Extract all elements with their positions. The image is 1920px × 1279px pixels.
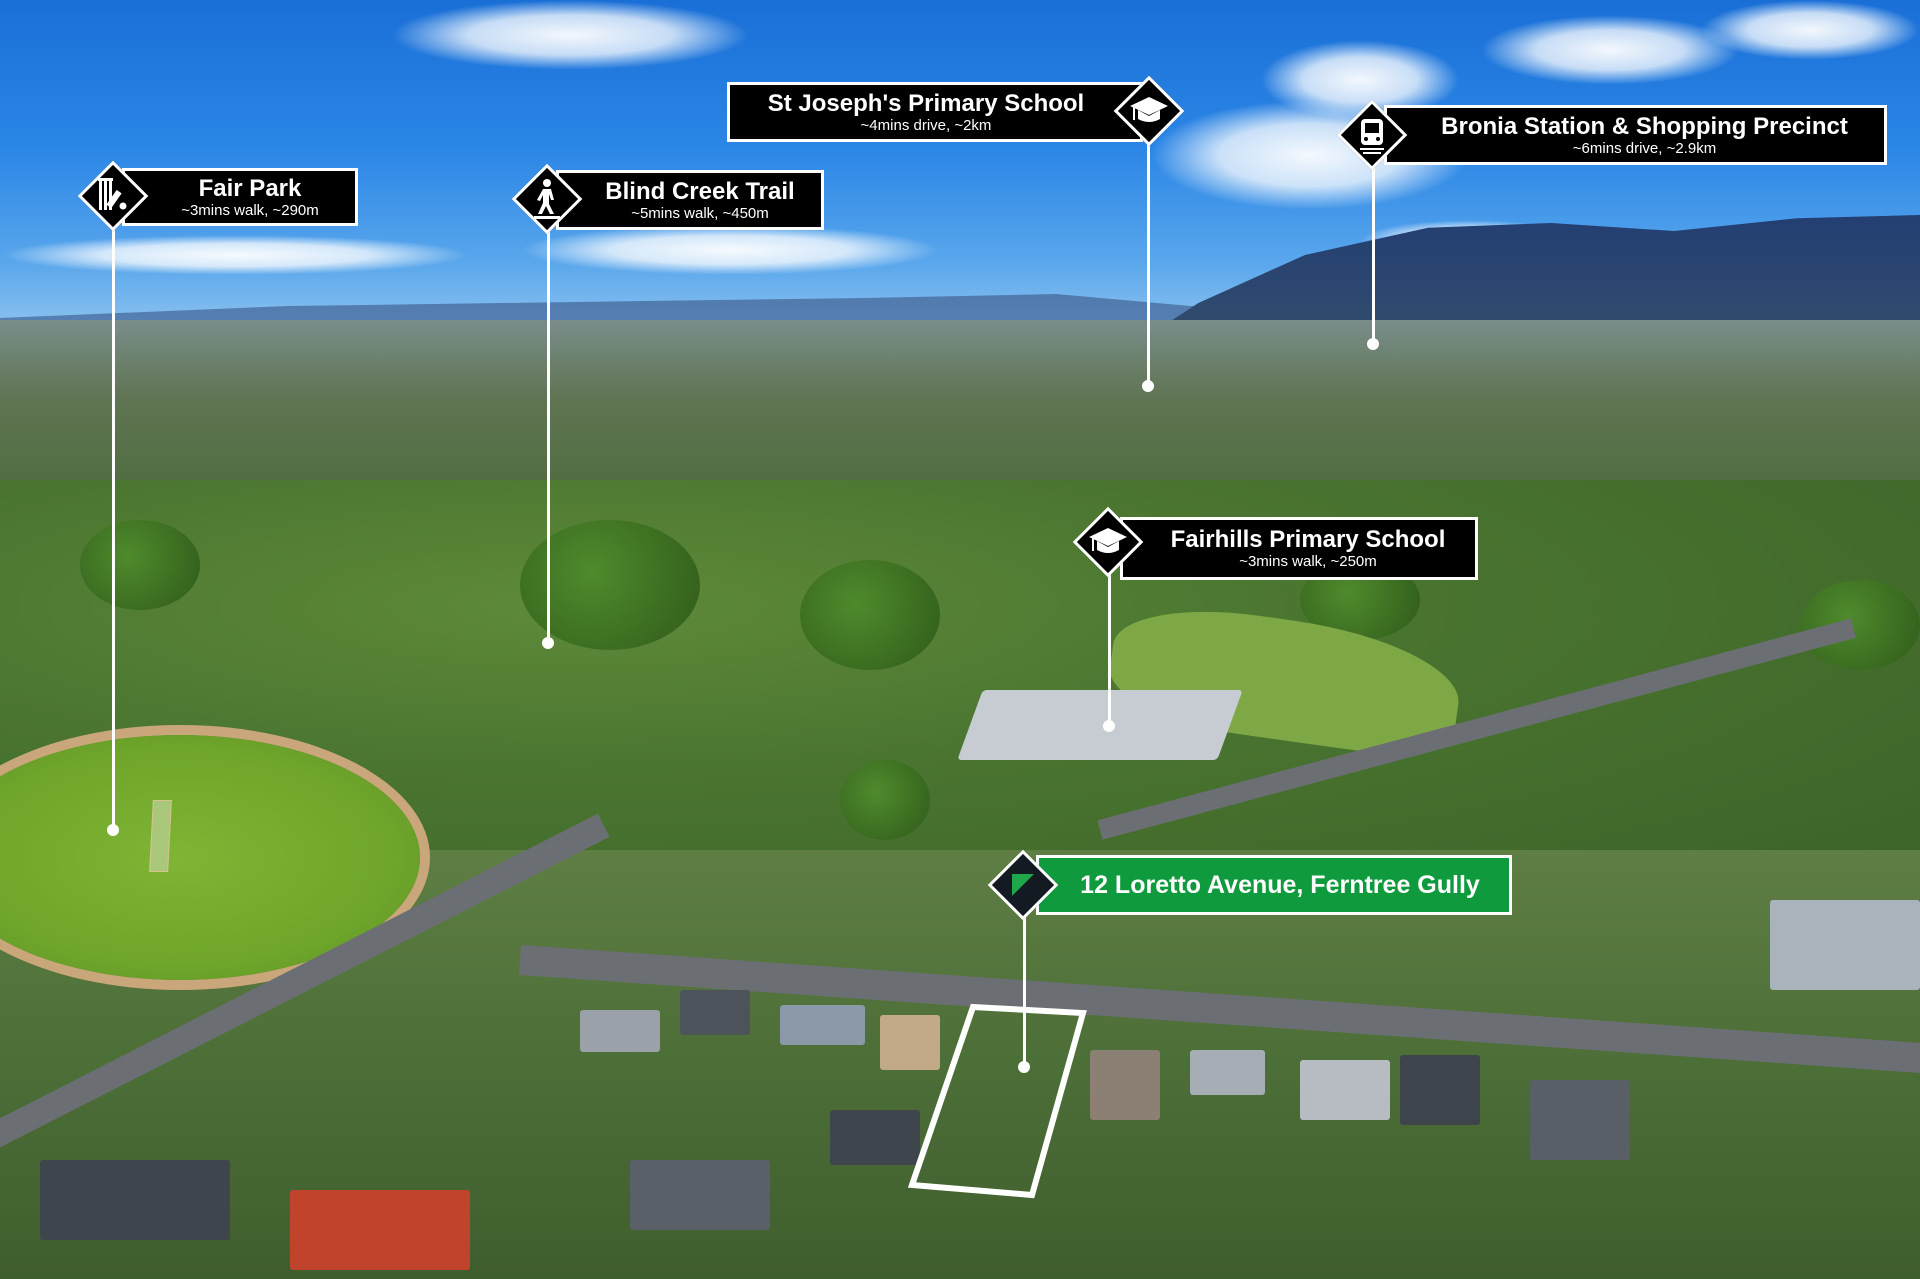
house-roof	[680, 990, 750, 1035]
school-buildings	[957, 690, 1243, 760]
label-title: Blind Creek Trail	[605, 177, 795, 205]
property-address: 12 Loretto Avenue, Ferntree Gully	[1080, 871, 1480, 899]
brand-triangle-icon	[998, 860, 1048, 910]
label-subtitle: ~5mins walk, ~450m	[631, 204, 769, 222]
st-josephs-pin-dot	[1142, 380, 1154, 392]
label-fairhills: Fairhills Primary School ~3mins walk, ~2…	[1120, 517, 1478, 580]
tree-cluster	[1800, 580, 1920, 670]
label-title: Bronia Station & Shopping Precinct	[1441, 112, 1848, 140]
blind-creek-pin-dot	[542, 637, 554, 649]
tree-cluster	[80, 520, 200, 610]
house-roof	[1400, 1055, 1480, 1125]
tree-cluster	[520, 520, 700, 650]
label-title: Fair Park	[198, 174, 302, 202]
label-subtitle: ~3mins walk, ~290m	[181, 201, 319, 219]
fair-park-pin-dot	[107, 824, 119, 836]
cloud	[0, 235, 470, 275]
house-roof	[40, 1160, 230, 1240]
bronia-pin-line	[1372, 165, 1375, 342]
fairhills-pin-dot	[1103, 720, 1115, 732]
house-roof	[580, 1010, 660, 1052]
house-roof	[880, 1015, 940, 1070]
cloud	[390, 0, 750, 70]
tree-cluster	[800, 560, 940, 670]
tree-cluster	[840, 760, 930, 840]
label-subtitle: ~3mins walk, ~250m	[1239, 553, 1377, 570]
house-roof	[1190, 1050, 1265, 1095]
house-roof	[1300, 1060, 1390, 1120]
cricket-icon	[88, 171, 138, 221]
fairhills-pin-line	[1108, 572, 1111, 724]
house-roof	[830, 1110, 920, 1165]
cloud	[1700, 0, 1920, 60]
fair-park-pin-line	[112, 225, 115, 825]
pedestrian-icon	[522, 174, 572, 224]
graduation-cap-icon	[1083, 517, 1133, 567]
label-bronia-station: Bronia Station & Shopping Precinct ~6min…	[1384, 105, 1887, 165]
house-roof	[1090, 1050, 1160, 1120]
property-boundary-outline	[907, 1003, 1087, 1199]
graduation-cap-icon	[1124, 86, 1174, 136]
label-subtitle: ~6mins drive, ~2.9km	[1572, 139, 1717, 157]
label-title: St Joseph's Primary School	[767, 89, 1085, 117]
cricket-pitch	[149, 800, 172, 872]
cloud	[1480, 15, 1740, 85]
label-title: Fairhills Primary School	[1170, 526, 1446, 553]
house-roof	[630, 1160, 770, 1230]
label-property-address: 12 Loretto Avenue, Ferntree Gully	[1036, 855, 1512, 915]
label-st-josephs: St Joseph's Primary School ~4mins drive,…	[727, 82, 1143, 142]
st-josephs-pin-line	[1147, 140, 1150, 383]
train-icon	[1347, 110, 1397, 160]
label-blind-creek-trail: Blind Creek Trail ~5mins walk, ~450m	[556, 170, 824, 230]
label-subtitle: ~4mins drive, ~2km	[860, 116, 992, 134]
house-roof	[1530, 1080, 1630, 1160]
property-pin-line	[1023, 915, 1026, 1065]
bronia-pin-dot	[1367, 338, 1379, 350]
house-roof	[780, 1005, 865, 1045]
house-roof	[1770, 900, 1920, 990]
house-roof	[290, 1190, 470, 1270]
cloud	[520, 225, 940, 275]
label-fair-park: Fair Park ~3mins walk, ~290m	[122, 168, 358, 226]
property-pin-dot	[1018, 1061, 1030, 1073]
blind-creek-pin-line	[547, 228, 550, 641]
